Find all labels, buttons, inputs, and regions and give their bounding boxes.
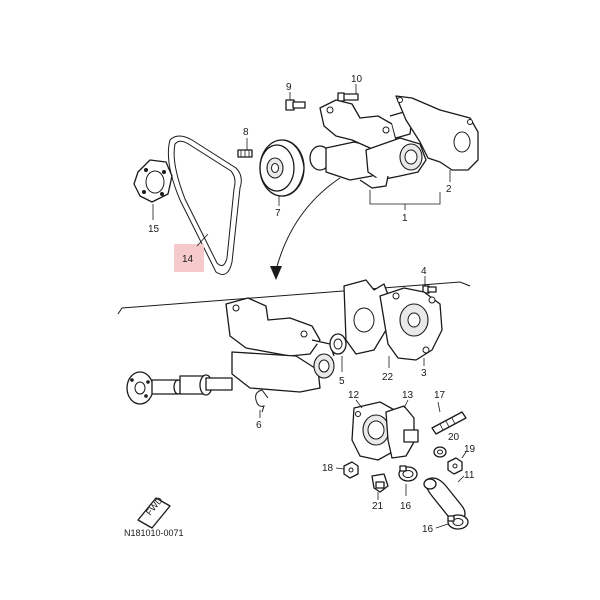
part-13-thermostat-cover[interactable] [385, 405, 419, 459]
leader-16b [435, 523, 449, 529]
callout-14: 14 [182, 254, 194, 265]
callout-20: 20 [448, 432, 460, 443]
callout-16-upper: 16 [400, 501, 412, 512]
callout-3: 3 [421, 368, 427, 379]
part-1-water-pump-housing[interactable] [309, 99, 427, 189]
assembly-arrow [275, 177, 341, 271]
callout-9: 9 [286, 82, 292, 93]
part-14-drive-belt[interactable] [167, 135, 242, 275]
part-7-pump-pulley[interactable] [259, 139, 305, 197]
part-19-nut[interactable] [447, 457, 463, 475]
callout-4: 4 [421, 266, 427, 277]
callout-13: 13 [402, 390, 414, 401]
lower-shaft-assembly[interactable] [126, 371, 233, 405]
part-21-sensor[interactable] [371, 473, 389, 493]
callout-10: 10 [351, 74, 363, 85]
leader-18 [335, 467, 345, 470]
part-17-stud[interactable] [431, 411, 467, 435]
part-18-nut[interactable] [343, 461, 359, 479]
callout-19: 19 [464, 444, 476, 455]
part-20-washer[interactable] [433, 446, 447, 458]
arrow-head [270, 266, 282, 280]
callout-1: 1 [402, 213, 408, 224]
callout-15: 15 [148, 224, 160, 235]
callout-14-highlight [174, 244, 204, 272]
callout-17: 17 [434, 390, 446, 401]
callout-8: 8 [243, 127, 249, 138]
part-10-bolt[interactable] [337, 92, 359, 102]
part-8-stud-bolt[interactable] [237, 149, 253, 158]
reference-code: N181010-0071 [124, 528, 184, 538]
part-2-gasket-cover[interactable] [395, 95, 479, 171]
callout-11: 11 [464, 470, 475, 481]
leader-19 [461, 451, 467, 459]
leader-14 [196, 233, 209, 247]
part-16-hose-clamp-lower[interactable] [447, 514, 469, 530]
callout-6: 6 [256, 420, 262, 431]
leader-12 [355, 399, 363, 409]
part-3-pump-cover[interactable] [379, 287, 443, 361]
leader-11 [457, 475, 465, 483]
part-15-pulley-hub[interactable] [133, 159, 173, 203]
callout-7: 7 [275, 208, 281, 219]
part-9-bolt[interactable] [285, 99, 306, 111]
callout-21: 21 [372, 501, 384, 512]
callout-5: 5 [339, 376, 345, 387]
section-divider [117, 281, 471, 315]
leader-17 [437, 401, 441, 413]
callout-2: 2 [446, 184, 452, 195]
part-16-hose-clamp-upper[interactable] [398, 465, 418, 482]
part-5-seal-ring[interactable] [329, 333, 347, 355]
leader-13 [403, 399, 409, 409]
callout-22: 22 [382, 372, 394, 383]
callout-18: 18 [322, 463, 334, 474]
callout-12: 12 [348, 390, 360, 401]
bracket-1 [369, 190, 441, 205]
lower-pump-body[interactable] [225, 297, 335, 393]
part-6-clip[interactable] [255, 389, 269, 413]
callout-16-lower: 16 [422, 524, 434, 535]
fwd-direction-arrow: FWD [137, 495, 171, 529]
